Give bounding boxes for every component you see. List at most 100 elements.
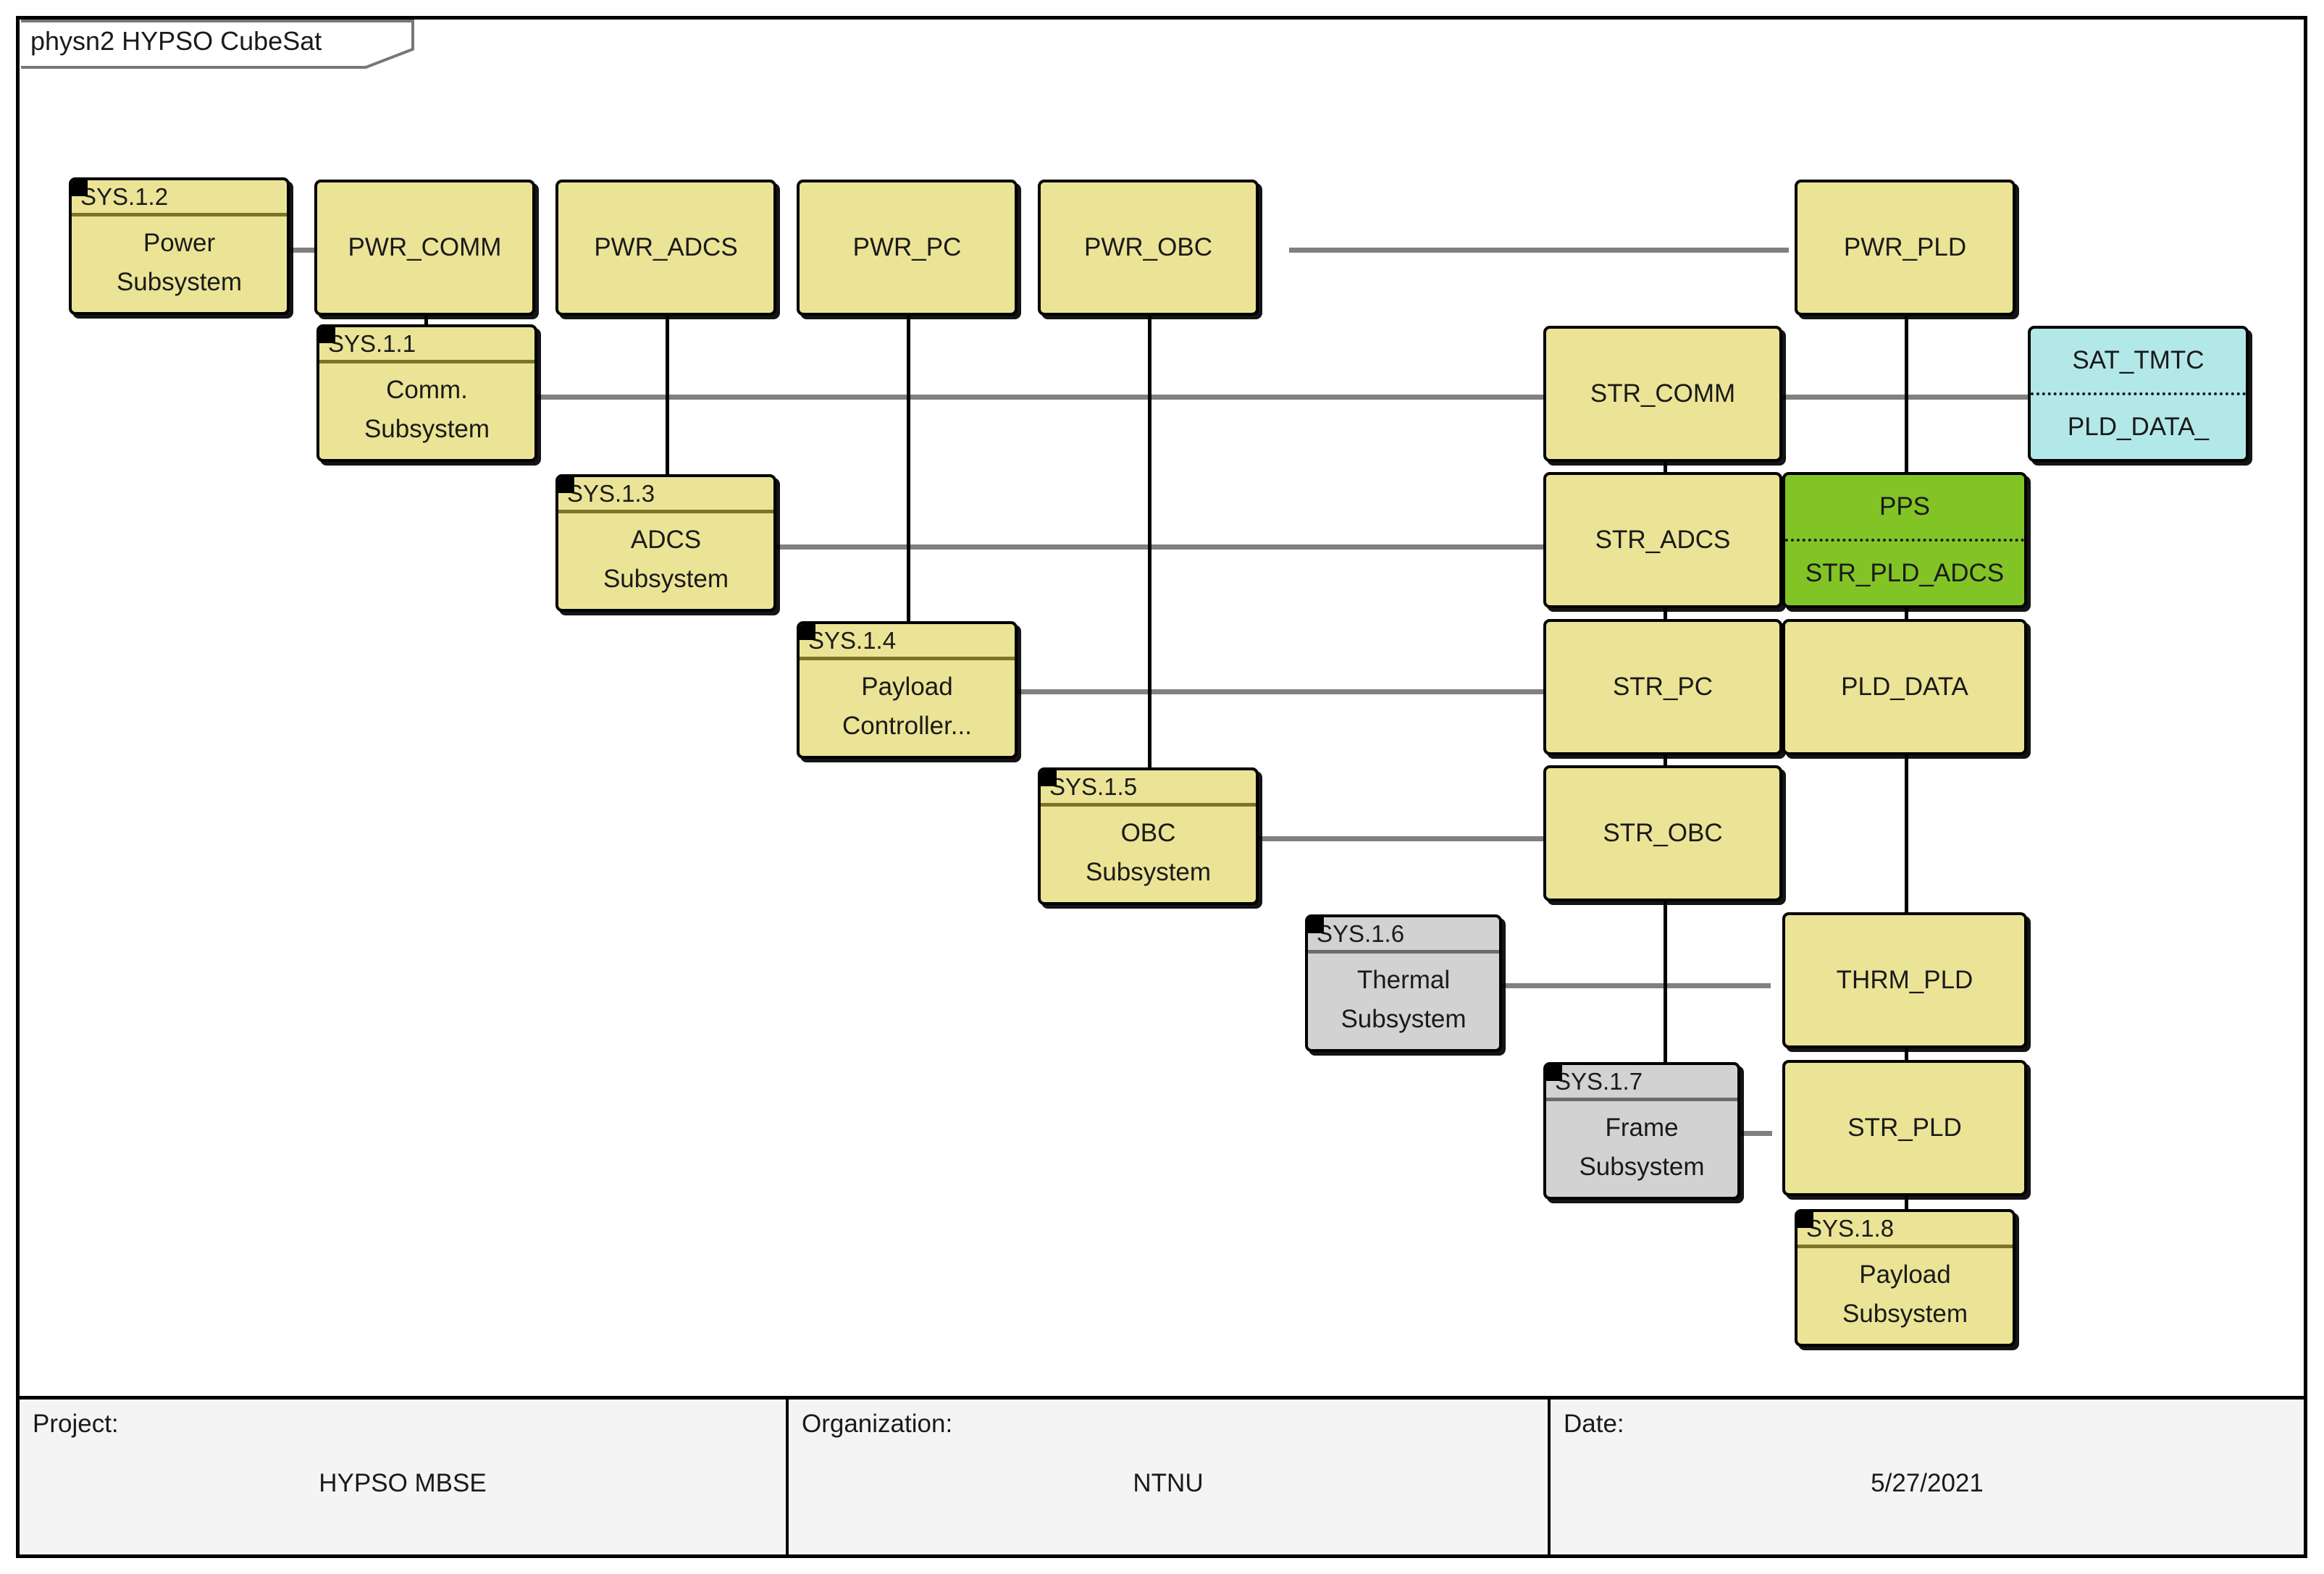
block-label: THRM_PLD [1836,965,1973,994]
block-label: PWR_COMM [348,232,502,261]
block-sys-1-1-comm-subsystem[interactable]: SYS.1.1 Comm. Subsystem [316,324,537,462]
footer-organization-label: Organization: [802,1410,953,1438]
block-name-line1: Frame [1605,1113,1679,1142]
block-divider [1797,1244,2013,1248]
port-line-top: PPS [1879,492,1931,521]
connector-thermalsub-thrmpld [1501,983,1771,988]
connector-strobc-framesub [1664,901,1667,1097]
block-name-line1: Power [143,228,216,257]
footer-project-value: HYPSO MBSE [319,1469,487,1497]
block-name-line1: Comm. [386,375,468,404]
connector-strcomm-stradcs [1664,462,1667,481]
block-sys-1-3-adcs-subsystem[interactable]: SYS.1.3 ADCS Subsystem [555,474,776,612]
block-corner-notch-icon [800,624,815,640]
block-name-line2: Subsystem [603,564,729,593]
block-label: PWR_ADCS [594,232,738,261]
block-str-obc[interactable]: STR_OBC [1543,765,1782,901]
block-name-line1: OBC [1120,818,1176,847]
block-corner-notch-icon [1797,1212,1813,1228]
block-divider [1308,949,1499,954]
port-line-bottom: STR_PLD_ADCS [1805,558,2005,587]
block-id: SYS.1.8 [1806,1215,1895,1242]
block-label: STR_PC [1612,672,1713,701]
block-id: SYS.1.1 [328,330,416,357]
port-pps-str-pld-adcs[interactable]: PPS STR_PLD_ADCS [1782,472,2027,608]
block-sys-1-4-payload-controller-subsystem[interactable]: SYS.1.4 Payload Controller... [797,621,1018,759]
block-id: SYS.1.2 [80,183,169,210]
block-id: SYS.1.5 [1049,773,1138,800]
connector-pwradcs-adcssub [666,315,669,478]
port-line-top: SAT_TMTC [2072,345,2205,374]
block-corner-notch-icon [1041,770,1057,786]
block-label: PLD_DATA [1841,672,1968,701]
port-divider [1785,539,2024,542]
block-corner-notch-icon [1546,1065,1562,1081]
block-pwr-comm[interactable]: PWR_COMM [314,180,535,316]
block-name-line2: Subsystem [1085,857,1212,886]
footer-organization-value: NTNU [1133,1469,1204,1497]
connector-pps-plddata [1905,608,1908,627]
block-divider [319,359,534,363]
block-str-pld[interactable]: STR_PLD [1782,1060,2027,1196]
block-pwr-pld[interactable]: PWR_PLD [1795,180,2015,316]
block-name-line2: Controller... [842,711,972,740]
block-divider [558,509,773,513]
port-sat-tmtc-pld-data[interactable]: SAT_TMTC PLD_DATA_ [2028,326,2249,462]
block-name-line2: Subsystem [116,267,243,296]
block-label: STR_ADCS [1595,525,1731,554]
footer-date-label: Date: [1564,1410,1624,1438]
block-id: SYS.1.7 [1555,1068,1643,1095]
block-sys-1-5-obc-subsystem[interactable]: SYS.1.5 OBC Subsystem [1038,767,1259,905]
connector-framesub-strpld [1740,1131,1772,1136]
footer-cell-date: Date: 5/27/2021 [1551,1400,2304,1554]
connector-pwrcomm-commsub [424,315,428,332]
block-sys-1-7-frame-subsystem[interactable]: SYS.1.7 Frame Subsystem [1543,1062,1740,1200]
port-line-bottom: PLD_DATA_ [2067,412,2210,441]
block-divider [1546,1097,1737,1101]
block-id: SYS.1.3 [567,480,655,507]
block-str-comm[interactable]: STR_COMM [1543,326,1782,462]
block-label: PWR_PLD [1843,232,1967,261]
block-divider [72,212,287,216]
block-divider [1041,802,1256,807]
connector-strpc-strobc [1664,755,1667,774]
connector-stradcs-strpc [1664,608,1667,627]
block-str-adcs[interactable]: STR_ADCS [1543,472,1782,608]
block-name-line1: Payload [861,672,953,701]
block-label: PWR_PC [852,232,962,261]
connector-pwrsub-pwrcomm [288,248,316,253]
footer-cell-project: Project: HYPSO MBSE [20,1400,789,1554]
block-label: STR_PLD [1847,1113,1962,1142]
diagram-footer: Project: HYPSO MBSE Organization: NTNU D… [20,1396,2304,1554]
block-sys-1-2-power-subsystem[interactable]: SYS.1.2 Power Subsystem [69,177,290,315]
block-name-line2: Subsystem [1842,1299,1968,1328]
block-pld-data[interactable]: PLD_DATA [1782,619,2027,755]
block-name-line2: Subsystem [1579,1152,1705,1181]
block-thrm-pld[interactable]: THRM_PLD [1782,912,2027,1048]
footer-date-value: 5/27/2021 [1871,1469,1984,1497]
block-sys-1-6-thermal-subsystem[interactable]: SYS.1.6 Thermal Subsystem [1305,914,1502,1052]
connector-pwrpld-pps [1905,315,1908,481]
block-name-line2: Subsystem [364,414,490,443]
connector-strcomm-sattmtc [1767,395,2028,400]
block-corner-notch-icon [1308,917,1324,933]
block-sys-1-8-payload-subsystem[interactable]: SYS.1.8 Payload Subsystem [1795,1209,2015,1347]
block-str-pc[interactable]: STR_PC [1543,619,1782,755]
footer-cell-organization: Organization: NTNU [789,1400,1551,1554]
connector-pldctrl-strpc [1018,689,1545,694]
connector-thrmpld-strpld [1905,1048,1908,1067]
footer-project-label: Project: [33,1410,119,1438]
block-pwr-obc[interactable]: PWR_OBC [1038,180,1259,316]
connector-commsub-strcomm [537,395,1544,400]
block-divider [800,656,1015,660]
block-name-line1: ADCS [630,525,702,554]
block-id: SYS.1.4 [808,627,897,654]
page-title: physn2 HYPSO CubeSat [30,26,322,56]
block-label: STR_OBC [1603,818,1723,847]
block-label: STR_COMM [1590,379,1736,408]
block-corner-notch-icon [319,327,335,343]
block-pwr-adcs[interactable]: PWR_ADCS [555,180,776,316]
connector-adcssub-stradcs [776,544,1544,550]
block-pwr-pc[interactable]: PWR_PC [797,180,1018,316]
